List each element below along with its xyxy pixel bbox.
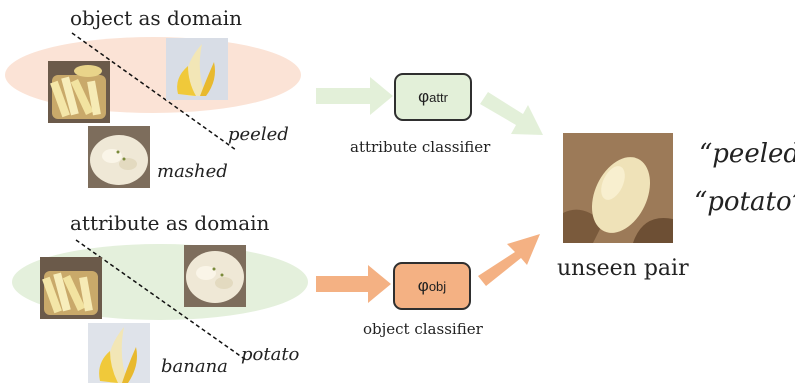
top-label-peeled: peeled	[228, 124, 289, 145]
photo-peeled-potato	[563, 133, 673, 243]
bottom-group-heading: attribute as domain	[70, 211, 270, 235]
top-label-mashed: mashed	[157, 161, 228, 182]
arrow-obj-to-result	[478, 234, 540, 286]
attribute-classifier-caption: attribute classifier	[350, 138, 491, 156]
photo-peeled-banana-fries	[48, 61, 110, 123]
photo-mashed-potato	[88, 126, 150, 188]
photo-potato-fries	[40, 257, 102, 319]
top-group-heading: object as domain	[70, 6, 243, 30]
object-classifier-caption: object classifier	[363, 320, 483, 338]
arrow-bottom-to-obj	[316, 265, 391, 303]
bottom-label-potato: potato	[241, 344, 300, 365]
arrow-top-to-attr	[316, 77, 393, 115]
attr-subscript: attr	[429, 89, 448, 105]
quote-peeled: “peeled”	[699, 139, 795, 169]
photo-mashed-potato-bowl	[184, 245, 246, 307]
photo-banana	[88, 323, 150, 383]
arrow-attr-to-result	[480, 92, 543, 135]
obj-phi-symbol: φ	[417, 276, 429, 295]
top-dashed-divider	[71, 32, 237, 151]
photo-peeled-banana	[166, 38, 228, 100]
obj-subscript: obj	[428, 278, 447, 294]
attr-phi-symbol: φ	[418, 87, 430, 106]
unseen-pair-caption: unseen pair	[557, 256, 689, 281]
bottom-label-banana: banana	[161, 356, 228, 377]
quote-potato: “potato”	[694, 187, 795, 217]
